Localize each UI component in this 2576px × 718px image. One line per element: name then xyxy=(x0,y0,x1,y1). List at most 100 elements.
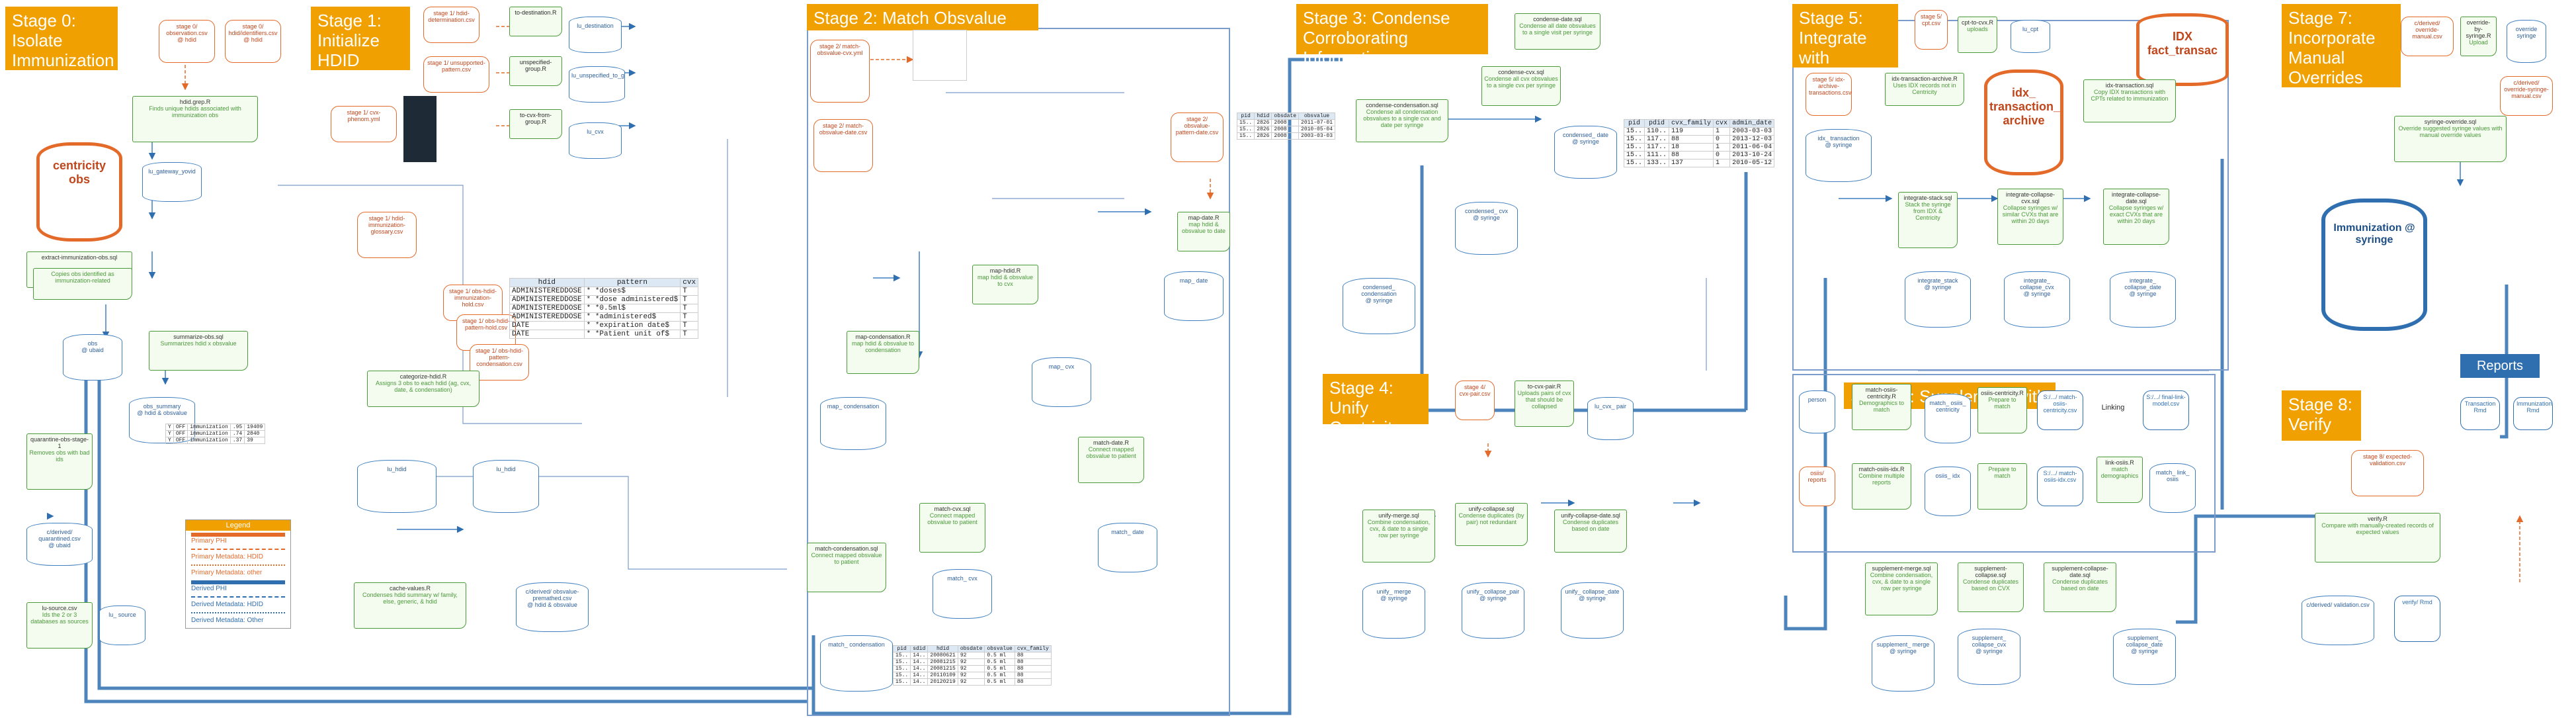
match-link-osiis-cylinder[interactable]: match_ link_ osiis xyxy=(2149,463,2196,513)
supplement-collapse-date-cylinder[interactable]: supplement_ collapse_date@ syringe xyxy=(2113,629,2176,685)
osiis-idx-cylinder[interactable]: osiis_ idx xyxy=(1925,467,1971,516)
to-cvx-script[interactable]: to-cvx-from-group.R xyxy=(509,109,562,139)
to-destination-script[interactable]: to-destination.R xyxy=(509,7,562,36)
verify-sink[interactable]: verify/ Rmd xyxy=(2394,596,2440,642)
stage5-archive-source[interactable]: stage 5/ idx-archive-transactions.csv xyxy=(1806,73,1852,116)
lu-hdid-populated-cylinder[interactable]: lu_hdid xyxy=(357,460,436,513)
immunization-syringe-cylinder[interactable]: Immunization @ syringe xyxy=(2321,199,2427,331)
report-transaction[interactable]: Transaction Rmd xyxy=(2460,397,2500,430)
stage0-hdid-source[interactable]: stage 0/ hdid/identifiers.csv@ hdid xyxy=(225,20,281,63)
centricity-obs-cylinder[interactable]: centricity obs xyxy=(36,142,122,242)
match-date-cylinder[interactable]: match_ date xyxy=(1098,523,1157,572)
supplement-collapse-cvx-cylinder[interactable]: supplement_ collapse_cvx@ syringe xyxy=(1958,629,2020,685)
integrate-collapse-cvx-cylinder[interactable]: integrate_ collapse_cvx@ syringe xyxy=(2004,271,2070,328)
osiis-idx-prepare-script[interactable]: Prepare to match xyxy=(1977,463,2027,510)
lu-gateway-cylinder[interactable]: lu_gateway_yovid xyxy=(142,162,202,202)
stage1-unsupported-pattern-source[interactable]: stage 1/ unsupported-pattern.csv xyxy=(423,56,489,93)
lu-cvx-pair-cylinder[interactable]: lu_cvx_ pair xyxy=(1587,397,1634,440)
map-condensation-cylinder[interactable]: map_ condensation xyxy=(820,397,886,450)
supplement-merge-cylinder[interactable]: supplement_ merge@ syringe xyxy=(1872,635,1934,692)
lu-source-cylinder[interactable]: lu_ source xyxy=(99,606,145,645)
condensed-condensation-cylinder[interactable]: condensed_ condensation@ syringe xyxy=(1343,278,1415,334)
stage1-cvx-phenom-source[interactable]: stage 1/ cvx-phenom.yml xyxy=(331,106,397,142)
quarantined-csv-cylinder[interactable]: c/derived/ quarantined.csv@ ubaid xyxy=(26,523,93,566)
stage1-pattern-condensation-source[interactable]: stage 1/ obs-hdid-pattern-condensation.c… xyxy=(470,344,529,381)
lu-unspecified-cylinder[interactable]: lu_unspecified_to_group xyxy=(569,66,625,103)
final-link-sink[interactable]: S:/.../ final-link-model.csv xyxy=(2143,390,2189,430)
map-cvx-cylinder[interactable]: map_ cvx xyxy=(1032,357,1091,407)
lu-cvx-cylinder[interactable]: lu_cvx xyxy=(569,122,622,159)
map-date-cylinder[interactable]: map_ date xyxy=(1164,271,1224,321)
stage0-observation-source[interactable]: stage 0/ observation.csv@ hdid xyxy=(159,20,215,63)
validation-cylinder[interactable]: c/derived/ validation.csv xyxy=(2302,596,2374,645)
stage8-expected-source[interactable]: stage 8/ expected-validation.csv xyxy=(2351,450,2424,496)
lu-destination-cylinder[interactable]: lu_destination xyxy=(569,17,622,53)
unify-merge-cylinder[interactable]: unify_ merge@ syringe xyxy=(1362,582,1425,639)
lu-cpt-cylinder[interactable]: lu_cpt xyxy=(2011,20,2050,53)
idx-transaction-cylinder[interactable]: idx_ transaction@ syringe xyxy=(1806,129,1872,182)
osiis-idx-sink[interactable]: S:/.../ match-osiis-idx.csv xyxy=(2037,467,2083,506)
obs-summary-cylinder[interactable]: obs_summary@ hdid & obsvalue xyxy=(129,397,195,443)
stage7-override-source[interactable]: c/derived/ override-manual.csv xyxy=(2401,17,2454,56)
stage2-pattern-date-source[interactable]: stage 2/ obsvalue-pattern-date.csv xyxy=(1171,112,1224,162)
stage2-match-cvx-source[interactable]: stage 2/ match-obsvalue-cvx.yml xyxy=(810,40,870,103)
integrate-stack-cylinder[interactable]: integrate_stack@ syringe xyxy=(1905,271,1971,328)
idx-transaction-archive-cylinder[interactable]: idx_ transaction_ archive xyxy=(1984,69,2063,175)
stage2-match-date-source[interactable]: stage 2/ match-obsvalue-date.csv xyxy=(813,119,873,172)
match-cvx-cylinder[interactable]: match_ cvx xyxy=(933,569,992,619)
idx-fact-transaction-cylinder[interactable]: IDX fact_transac xyxy=(2136,13,2229,86)
condensed-date-cylinder[interactable]: condensed_ date@ syringe xyxy=(1554,126,1617,179)
stage1-glossary-source[interactable]: stage 1/ hdid-immunization-glossary.csv xyxy=(357,212,417,258)
osiis-reports-source[interactable]: osiis/ reports xyxy=(1799,467,1835,506)
unify-collapse-date-cylinder[interactable]: unify_ collapse_date@ syringe xyxy=(1561,582,1624,639)
obs-cylinder[interactable]: obs@ ubaid xyxy=(63,334,122,381)
stage4-cvx-pair-source[interactable]: stage 4/ cvx-pair.csv xyxy=(1455,381,1495,420)
derived-obsvalue-cylinder[interactable]: c/derived/ obsvalue-premathed.csv@ hdid … xyxy=(516,582,589,632)
osiis-centricity-sink[interactable]: S:/.../ match-osiis-centricity.csv xyxy=(2037,390,2083,430)
condensed-cvx-cylinder[interactable]: condensed_ cvx@ syringe xyxy=(1455,202,1518,255)
unify-collapse-pair-cylinder[interactable]: unify_ collapse_pair@ syringe xyxy=(1462,582,1524,639)
match-condensation-cylinder[interactable]: match_ condensation xyxy=(820,635,893,692)
integrate-collapse-date-cylinder[interactable]: integrate_ collapse_date@ syringe xyxy=(2110,271,2176,328)
person-cylinder[interactable]: person xyxy=(1799,390,1835,433)
match-osiis-centricity-cylinder[interactable]: match_ osiis_ centricity xyxy=(1925,394,1971,443)
report-immunization[interactable]: Immunization Rmd xyxy=(2513,397,2553,430)
stage1-hdid-determination-source[interactable]: stage 1/ hdid-determination.csv xyxy=(423,7,479,43)
lu-hdid-cylinder[interactable]: lu_hdid xyxy=(473,460,539,513)
